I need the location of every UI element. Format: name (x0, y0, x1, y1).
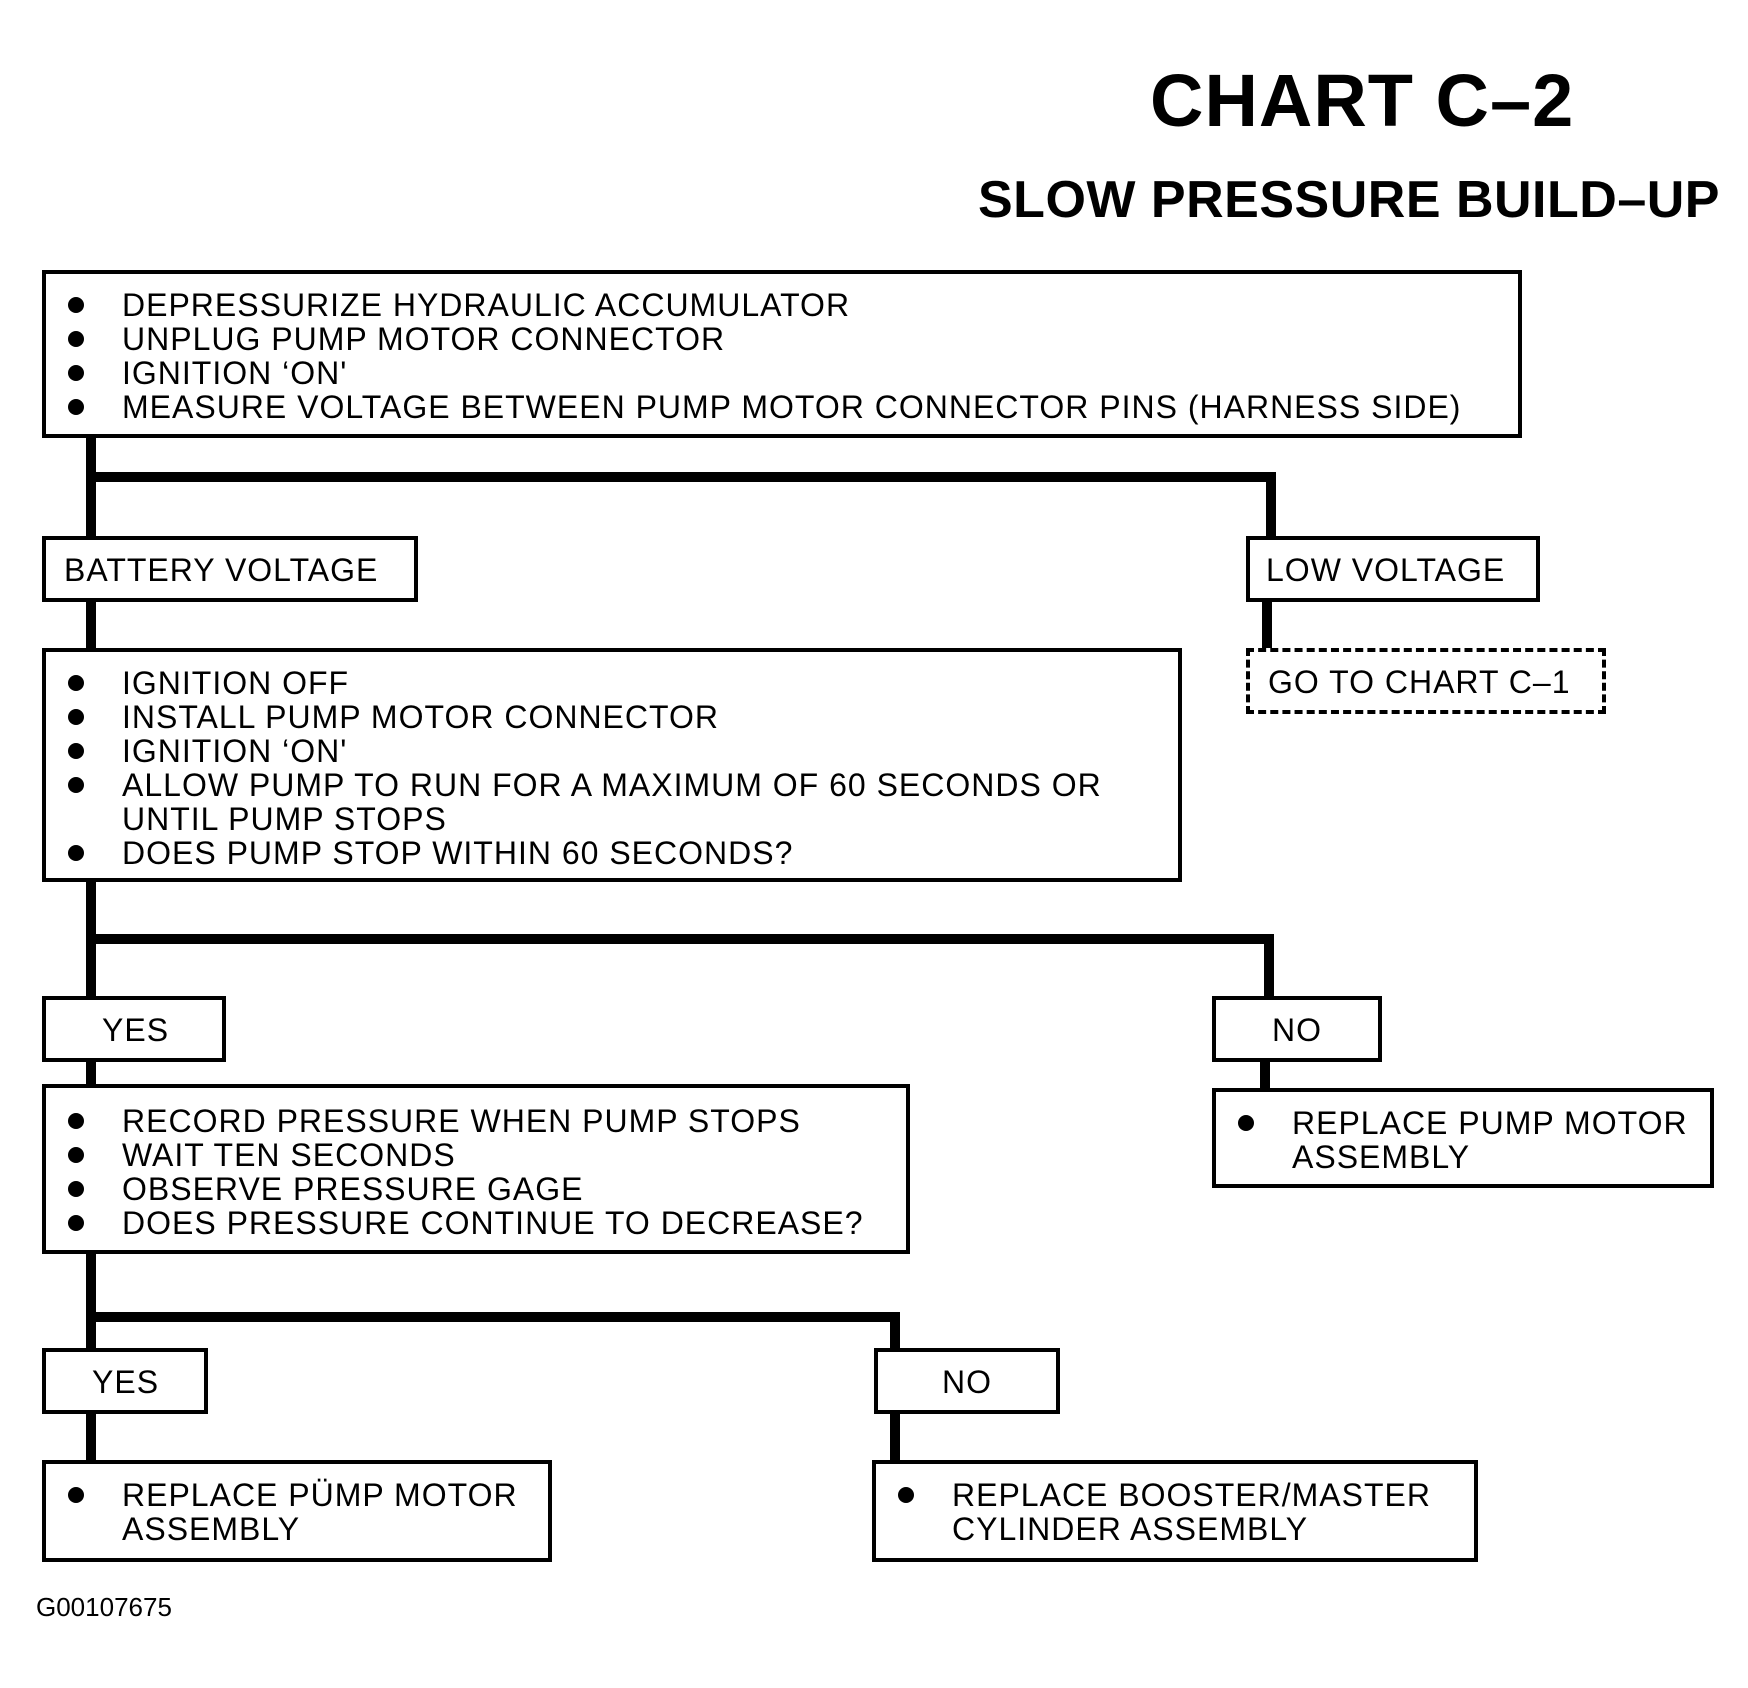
yes-label: YES (102, 1012, 170, 1048)
connector-line (1264, 934, 1274, 998)
connector-line (86, 1062, 96, 1086)
connector-line (86, 1414, 96, 1462)
replace-booster-box: REPLACE BOOSTER/MASTER CYLINDER ASSEMBLY (872, 1460, 1478, 1562)
connector-line (86, 1312, 900, 1322)
replace-pump-list-1: REPLACE PUMP MOTOR ASSEMBLY (1216, 1106, 1710, 1174)
connector-line (1260, 1062, 1270, 1090)
replace-pump-box-2: REPLACE PÜMP MOTOR ASSEMBLY (42, 1460, 552, 1562)
action-item: REPLACE PÜMP MOTOR ASSEMBLY (46, 1478, 548, 1546)
connector-line (1266, 472, 1276, 538)
connector-line (86, 934, 1274, 944)
battery-voltage-box: BATTERY VOLTAGE (42, 536, 418, 602)
step1-item: MEASURE VOLTAGE BETWEEN PUMP MOTOR CONNE… (46, 390, 1518, 424)
chart-subtitle: SLOW PRESSURE BUILD–UP (978, 171, 1720, 229)
step3-item: RECORD PRESSURE WHEN PUMP STOPS (46, 1104, 906, 1138)
step3-list: RECORD PRESSURE WHEN PUMP STOPS WAIT TEN… (46, 1104, 906, 1240)
figure-id: G00107675 (36, 1592, 172, 1622)
step1-box: DEPRESSURIZE HYDRAULIC ACCUMULATOR UNPLU… (42, 270, 1522, 438)
action-item: REPLACE BOOSTER/MASTER CYLINDER ASSEMBLY (876, 1478, 1474, 1546)
bullet-icon (68, 709, 84, 725)
no-box-1: NO (1212, 996, 1382, 1062)
bullet-icon (68, 365, 84, 381)
no-label: NO (1272, 1012, 1322, 1048)
replace-booster-list: REPLACE BOOSTER/MASTER CYLINDER ASSEMBLY (876, 1478, 1474, 1546)
bullet-icon (68, 675, 84, 691)
replace-pump-list-2: REPLACE PÜMP MOTOR ASSEMBLY (46, 1478, 548, 1546)
bullet-icon (1238, 1115, 1254, 1131)
goto-chart-c1-label: GO TO CHART C–1 (1268, 664, 1571, 700)
bullet-icon (68, 1215, 84, 1231)
bullet-icon (68, 1487, 84, 1503)
step1-item: DEPRESSURIZE HYDRAULIC ACCUMULATOR (46, 288, 1518, 322)
bullet-icon (68, 845, 84, 861)
connector-line (86, 472, 1276, 482)
bullet-icon (68, 1147, 84, 1163)
connector-line (890, 1414, 900, 1462)
replace-pump-box-1: REPLACE PUMP MOTOR ASSEMBLY (1212, 1088, 1714, 1188)
bullet-icon (68, 297, 84, 313)
no-label: NO (942, 1364, 992, 1400)
bullet-icon (68, 777, 84, 793)
low-voltage-label: LOW VOLTAGE (1266, 552, 1506, 588)
chart-title: CHART C–2 (1150, 59, 1575, 142)
connector-line (86, 1254, 96, 1350)
bullet-icon (68, 1181, 84, 1197)
step2-box: IGNITION OFF INSTALL PUMP MOTOR CONNECTO… (42, 648, 1182, 882)
step1-item: IGNITION ‘ON' (46, 356, 1518, 390)
step1-list: DEPRESSURIZE HYDRAULIC ACCUMULATOR UNPLU… (46, 288, 1518, 424)
step2-item: IGNITION OFF (46, 666, 1178, 700)
bullet-icon (68, 743, 84, 759)
bullet-icon (68, 1113, 84, 1129)
connector-line (86, 602, 96, 650)
yes-label: YES (92, 1364, 160, 1400)
no-box-2: NO (874, 1348, 1060, 1414)
low-voltage-box: LOW VOLTAGE (1246, 536, 1540, 602)
goto-chart-c1-box: GO TO CHART C–1 (1246, 648, 1606, 714)
step3-item: DOES PRESSURE CONTINUE TO DECREASE? (46, 1206, 906, 1240)
step1-item: UNPLUG PUMP MOTOR CONNECTOR (46, 322, 1518, 356)
step3-box: RECORD PRESSURE WHEN PUMP STOPS WAIT TEN… (42, 1084, 910, 1254)
connector-line (86, 438, 96, 538)
action-item: REPLACE PUMP MOTOR ASSEMBLY (1216, 1106, 1710, 1174)
step2-list: IGNITION OFF INSTALL PUMP MOTOR CONNECTO… (46, 666, 1178, 870)
connector-line (1262, 602, 1272, 650)
yes-box-1: YES (42, 996, 226, 1062)
bullet-icon (68, 399, 84, 415)
step2-item: IGNITION ‘ON' (46, 734, 1178, 768)
battery-voltage-label: BATTERY VOLTAGE (64, 552, 379, 588)
step2-item: ALLOW PUMP TO RUN FOR A MAXIMUM OF 60 SE… (46, 768, 1178, 836)
yes-box-2: YES (42, 1348, 208, 1414)
step2-item: DOES PUMP STOP WITHIN 60 SECONDS? (46, 836, 1178, 870)
bullet-icon (898, 1487, 914, 1503)
step2-item: INSTALL PUMP MOTOR CONNECTOR (46, 700, 1178, 734)
bullet-icon (68, 331, 84, 347)
step3-item: WAIT TEN SECONDS (46, 1138, 906, 1172)
connector-line (890, 1312, 900, 1350)
step3-item: OBSERVE PRESSURE GAGE (46, 1172, 906, 1206)
